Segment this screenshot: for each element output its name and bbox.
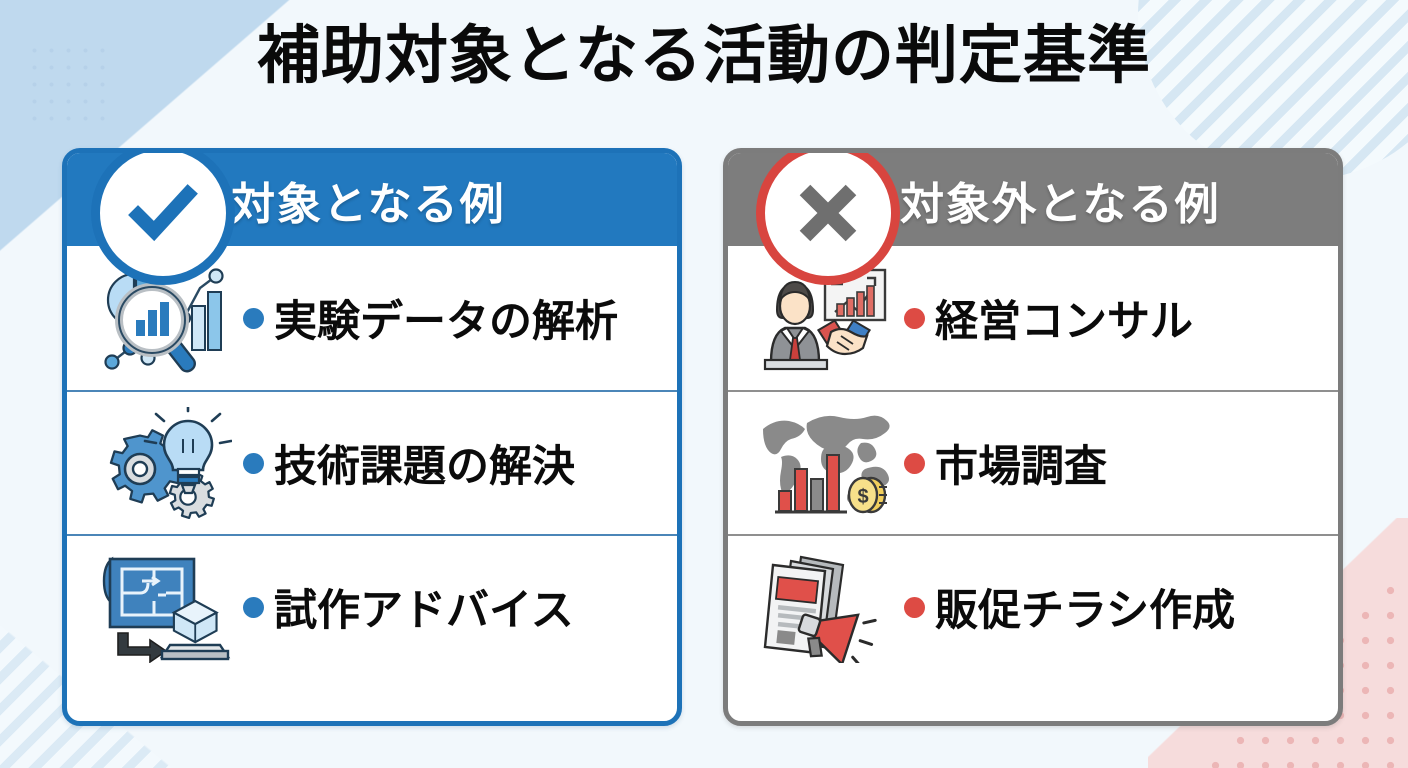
blueprint-prototype-icon [89, 547, 239, 667]
list-item[interactable]: 試作アドバイス [67, 534, 677, 678]
eligible-card-title: 対象となる例 [231, 179, 506, 229]
list-item-label: 販促チラシ作成 [935, 587, 1236, 635]
data-analysis-icon [89, 258, 239, 378]
cross-circle-icon [756, 153, 900, 285]
eligible-card-header: 対象となる例 [67, 153, 677, 285]
list-item[interactable]: 販促チラシ作成 [728, 534, 1338, 678]
list-bullet [904, 452, 925, 474]
list-bullet [904, 307, 925, 329]
flyer-megaphone-icon [750, 547, 900, 667]
svg-text:$: $ [857, 486, 868, 508]
list-item-label: 技術課題の解決 [274, 443, 575, 491]
ineligible-card-title: 対象外となる例 [900, 179, 1221, 229]
list-item-label: 市場調査 [935, 443, 1107, 491]
eligible-examples-card: 対象となる例 [62, 148, 682, 726]
ineligible-card-header: 対象外となる例 [728, 153, 1338, 285]
gears-lightbulb-icon [89, 403, 239, 523]
list-item[interactable]: 技術課題の解決 [67, 390, 677, 534]
list-bullet [243, 596, 264, 618]
list-item-label: 実験データの解析 [274, 298, 618, 346]
page-title: 補助対象となる活動の判定基準 [256, 21, 1152, 91]
market-research-icon: $ [750, 403, 900, 523]
list-bullet [243, 307, 264, 329]
list-bullet [904, 596, 925, 618]
eligible-items-list: 実験データの解析 [67, 246, 677, 678]
ineligible-items-list: 経営コンサル [728, 246, 1338, 678]
list-bullet [243, 452, 264, 474]
list-item-label: 経営コンサル [935, 298, 1193, 346]
ineligible-examples-card: 対象外となる例 [723, 148, 1343, 726]
list-item[interactable]: 実験データの解析 [67, 246, 677, 390]
list-item-label: 試作アドバイス [274, 587, 574, 635]
list-item[interactable]: $ 市場調査 [728, 390, 1338, 534]
